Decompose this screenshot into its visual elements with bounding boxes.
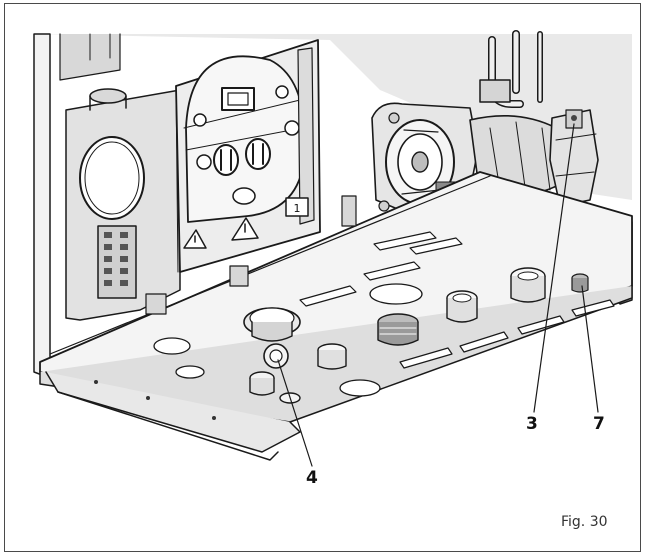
callout-7: 7 <box>593 414 605 434</box>
leader-lines <box>277 123 599 467</box>
leader-line-4 <box>277 359 313 467</box>
pipe-fittings <box>243 267 589 404</box>
control-panel-badge: 1 <box>294 202 301 215</box>
leader-line-3 <box>533 123 575 413</box>
callout-3: 3 <box>526 414 538 434</box>
leader-line-7 <box>581 285 599 413</box>
rear-panel <box>65 88 181 321</box>
callout-4: 4 <box>306 468 318 488</box>
control-panel: 1 <box>175 39 321 273</box>
gas-valve <box>549 109 599 207</box>
left-casing-wall <box>33 33 51 379</box>
figure-caption: Fig. 30 <box>561 514 608 530</box>
pipework <box>479 30 543 108</box>
